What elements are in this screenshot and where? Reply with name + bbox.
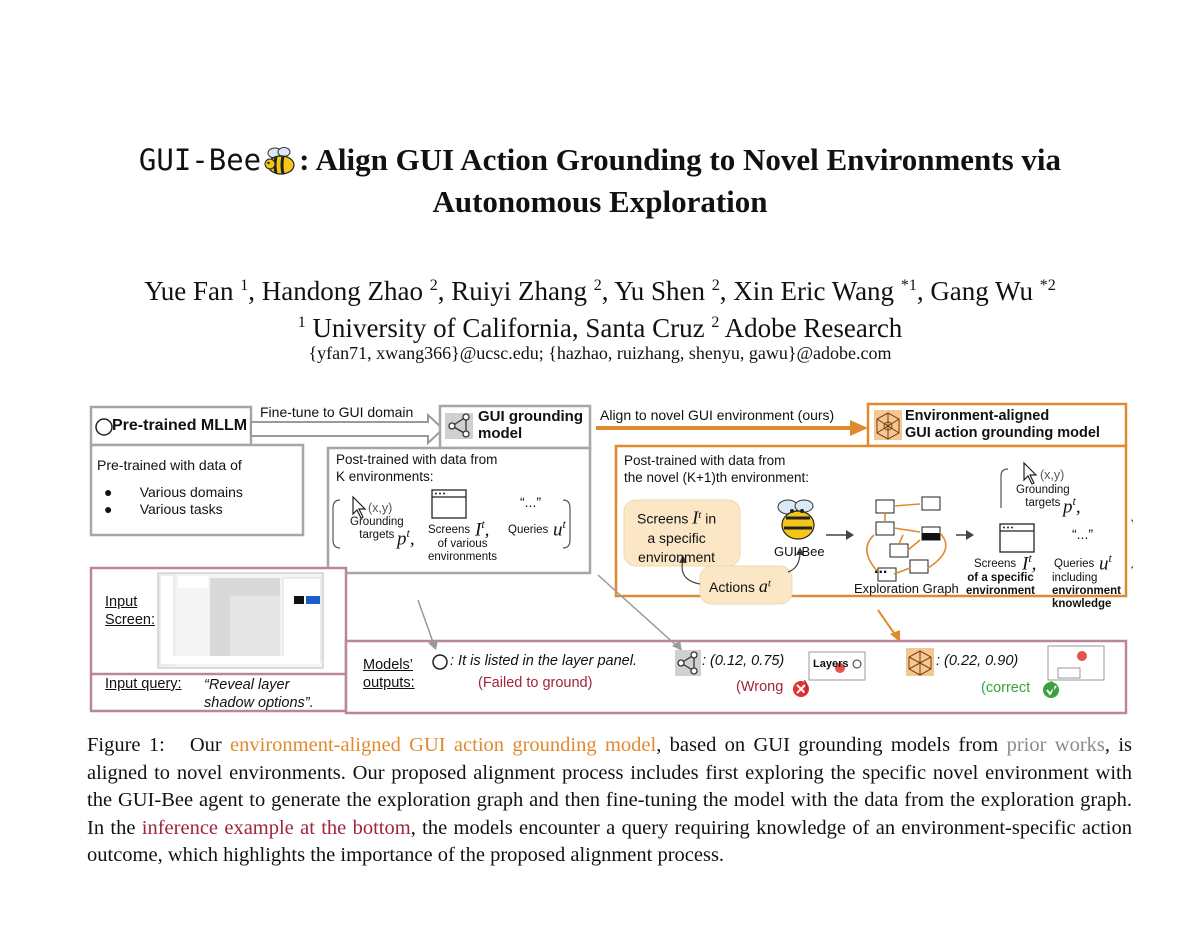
queries-k-label: Queries bbox=[508, 524, 549, 536]
author-name: Yue Fan bbox=[144, 276, 234, 306]
author-affil-sup: *1 bbox=[900, 277, 917, 294]
it-var: It, bbox=[475, 517, 490, 541]
output2-status: (Wrong ) bbox=[736, 679, 809, 695]
finetune-arrow-label: Fine-tune to GUI domain bbox=[260, 404, 414, 420]
pretrained-data-label: Pre-trained with data of bbox=[97, 457, 242, 473]
bullet-tasks: ● Various tasks bbox=[104, 501, 223, 517]
figure-1: Pre-trained MLLM Fine-tune to GUI domain… bbox=[88, 400, 1133, 720]
queries-right-label: Queries bbox=[1054, 558, 1095, 570]
caption-s3: , is aligned to novel environments. Our … bbox=[87, 734, 1133, 839]
ut-var-right: ut bbox=[1099, 551, 1112, 575]
author-emails: {yfan71, xwang366}@ucsc.edu; {hazhao, ru… bbox=[308, 343, 892, 363]
caption-label: Figure 1: bbox=[87, 734, 165, 756]
author-affil-sup: 2 bbox=[593, 277, 602, 294]
quote-k: “...” bbox=[520, 494, 541, 510]
author-affil-sup: *2 bbox=[1039, 277, 1056, 294]
actions-label: Actions at bbox=[709, 576, 771, 596]
output3-status: (correct ) bbox=[981, 680, 1056, 696]
title-line1: : Align GUI Action Grounding to Novel En… bbox=[299, 142, 1062, 177]
author-name: Ruiyi Zhang bbox=[451, 276, 587, 306]
output1-text: : It is listed in the layer panel. bbox=[450, 653, 637, 669]
aff1-sup: 1 bbox=[297, 314, 306, 331]
author-line: Yue Fan 1, Handong Zhao 2, Ruiyi Zhang 2… bbox=[144, 276, 1056, 306]
align-arrow-label: Align to novel GUI environment (ours) bbox=[600, 407, 835, 423]
author-name: Handong Zhao bbox=[261, 276, 423, 306]
aff2-sup: 2 bbox=[711, 314, 720, 331]
aff1: University of California, Santa Cruz bbox=[312, 313, 705, 343]
ut-var: ut bbox=[553, 517, 566, 541]
caption-highlight-prior: prior works bbox=[1006, 734, 1105, 756]
figure-caption: Figure 1: Our environment-aligned GUI ac… bbox=[87, 732, 1132, 870]
author-name: Xin Eric Wang bbox=[733, 276, 895, 306]
bullet-domains: ● Various domains bbox=[104, 484, 243, 500]
title-mono: GUI-Bee bbox=[138, 143, 262, 177]
xy-label: (x,y) bbox=[368, 501, 393, 515]
figure-graphics bbox=[89, 402, 1133, 715]
pretrained-mllm-label: Pre-trained MLLM bbox=[112, 417, 248, 434]
input-query-label: Input query: bbox=[105, 676, 182, 692]
models-outputs-label: Models’outputs: bbox=[363, 657, 415, 691]
output3-coord: : (0.22, 0.90) bbox=[936, 653, 1019, 669]
pt-var-right: pt, bbox=[1063, 494, 1081, 518]
gui-bee-label: GUI-Bee bbox=[774, 544, 825, 559]
aff2: Adobe Research bbox=[724, 313, 903, 343]
caption-s2: , based on GUI grounding models from bbox=[656, 734, 999, 756]
screens-k-label: Screens bbox=[428, 524, 471, 536]
author-affil-sup: 1 bbox=[240, 277, 249, 294]
screens-right-label: Screens bbox=[974, 558, 1017, 570]
title-line2: Autonomous Exploration bbox=[432, 184, 768, 219]
caption-s4: , the models encounter a query requiring… bbox=[87, 816, 1133, 867]
affiliations: 1 University of California, Santa Cruz 2… bbox=[0, 307, 1200, 344]
caption-highlight-model: environment-aligned GUI action grounding… bbox=[230, 734, 657, 756]
gui-bee-figure bbox=[777, 499, 815, 540]
output2-coord: : (0.12, 0.75) bbox=[702, 653, 785, 669]
author-name: Gang Wu bbox=[930, 276, 1033, 306]
layers-button: Layers bbox=[813, 658, 849, 670]
author-list: Yue Fan 1, Handong Zhao 2, Ruiyi Zhang 2… bbox=[0, 270, 1200, 344]
output1-status: (Failed to ground) bbox=[478, 675, 593, 691]
exploration-graph-label: Exploration Graph bbox=[854, 581, 959, 596]
caption-highlight-inference: inference example at the bottom bbox=[141, 816, 411, 839]
quote-right: “...” bbox=[1072, 526, 1093, 542]
pt-var: pt, bbox=[397, 526, 415, 550]
author-affil-sup: 2 bbox=[711, 277, 720, 294]
xy-label-right: (x,y) bbox=[1040, 468, 1065, 482]
author-name: Yu Shen bbox=[614, 276, 706, 306]
author-affil-sup: 2 bbox=[429, 277, 438, 294]
caption-s1: Our bbox=[189, 734, 222, 756]
exploration-dots: ... bbox=[874, 560, 888, 577]
bee-icon bbox=[263, 146, 297, 184]
it-var-right: It, bbox=[1022, 551, 1037, 575]
paper-title: GUI-Bee : Align GUI Action Grounding to … bbox=[0, 142, 1200, 220]
